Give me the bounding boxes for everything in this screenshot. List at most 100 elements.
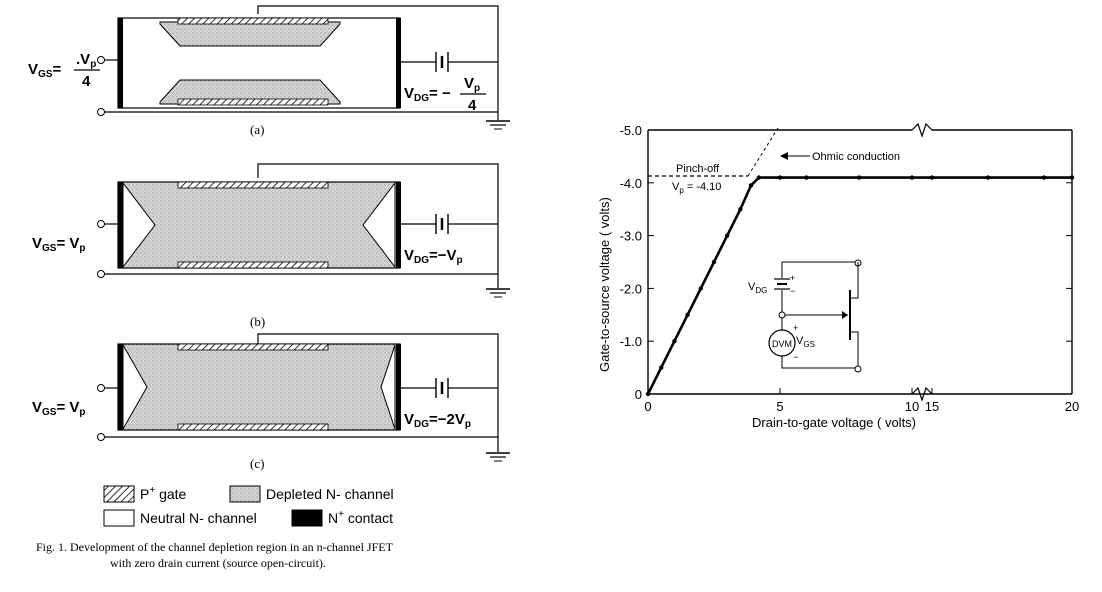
svg-text:VDG=−Vp: VDG=−Vp [404, 247, 463, 266]
vdg-denominator: 4 [468, 97, 477, 114]
data-point [804, 175, 809, 180]
data-point [985, 175, 991, 180]
svg-text:VDG= −: VDG= − [404, 85, 451, 104]
data-point [659, 365, 664, 370]
data-point [672, 339, 677, 344]
device-body [117, 181, 401, 269]
legend-neutral: Neutral N- channel [140, 510, 257, 526]
p-gate-bottom [177, 261, 329, 269]
data-point [929, 175, 935, 180]
annotation-pinch-off: Pinch-off [676, 163, 720, 175]
vgs-label: V [28, 61, 38, 78]
svg-text:VDG: VDG [748, 281, 767, 295]
legend-depleted: Depleted N- channel [266, 486, 394, 502]
x-tick-label: 5 [776, 399, 783, 414]
data-point [645, 391, 651, 397]
svg-text:−: − [793, 352, 798, 362]
y-tick-label: -3.0 [620, 229, 642, 244]
data-point [756, 175, 762, 180]
vdg-label: V [404, 247, 414, 264]
data-point [725, 233, 730, 238]
p-gate-bottom [177, 98, 329, 106]
panel-a-caption: (a) [250, 122, 264, 137]
gate-terminal [97, 56, 105, 64]
y-tick-label: -1.0 [620, 334, 642, 349]
y-axis-title: Gate-to-source voltage ( volts) [597, 197, 612, 372]
series-line [646, 176, 1072, 395]
svg-text:+: + [790, 273, 795, 283]
svg-text:N+ contact: N+ contact [328, 509, 393, 526]
svg-text:.Vp: .Vp [76, 51, 96, 70]
x-tick-label: 0 [644, 399, 651, 414]
axis-break-bottom [911, 386, 933, 402]
source-terminal [97, 108, 105, 116]
n-plus-contact-right [396, 18, 401, 108]
vdg-label: V [404, 411, 414, 428]
data-point [857, 175, 862, 180]
series-group [645, 175, 1075, 397]
vgs-denominator: 4 [82, 73, 91, 90]
data-point [777, 175, 783, 180]
vdg-numerator: V [464, 75, 474, 92]
depleted-region-bottom [159, 79, 341, 105]
svg-text:Vp: Vp [464, 75, 480, 94]
data-point [1041, 175, 1047, 180]
n-plus-contact-left [118, 18, 123, 108]
svg-text:Vp = -4.10: Vp = -4.10 [672, 181, 721, 195]
panel-a: VGS= .Vp 4 VDG= − Vp 4 (a) [28, 5, 510, 137]
svg-text:+: + [793, 323, 798, 333]
axis-break-top [911, 122, 933, 138]
device-body [117, 343, 401, 431]
p-gate-bottom [177, 423, 329, 431]
data-point [685, 312, 690, 317]
vdg-label: V [404, 85, 414, 102]
y-tick-label: -4.0 [620, 176, 642, 191]
svg-text:VGS=: VGS= [28, 61, 61, 80]
gate-terminal [97, 220, 105, 228]
legend: P+ gate Depleted N- channel Neutral N- c… [103, 485, 394, 527]
neutral-region-right [362, 181, 396, 269]
inset-vgs-label: V [796, 335, 804, 347]
vgs-label: V [32, 399, 42, 416]
source-terminal [97, 270, 105, 278]
x-tick-label: 10 [905, 399, 919, 414]
x-tick-label: 15 [925, 399, 939, 414]
panel-c: VGS= Vp VDG=−2Vp (c) [32, 333, 510, 471]
p-gate-top [177, 181, 329, 189]
data-point [698, 286, 703, 291]
legend-swatch-depleted [229, 485, 261, 503]
legend-swatch-neutral [103, 509, 135, 527]
legend-swatch-contact [291, 509, 323, 527]
panel-b-caption: (b) [250, 314, 265, 329]
depleted-region-top [159, 21, 341, 47]
svg-text:VDG=−2Vp: VDG=−2Vp [404, 411, 471, 430]
data-point [1069, 175, 1075, 180]
neutral-region-right [380, 344, 396, 430]
annotation-ohmic: Ohmic conduction [812, 151, 900, 163]
y-tick-label: -5.0 [620, 123, 642, 138]
inset-circuit: DVM VDG + − VGS + − [748, 259, 862, 373]
vgs-numerator: .V [76, 51, 90, 68]
x-axis-title: Drain-to-gate voltage ( volts) [752, 415, 916, 430]
n-plus-contact-right [396, 344, 401, 430]
legend-contact: N [328, 510, 338, 526]
y-tick-label: 0 [635, 387, 642, 402]
svg-text:P+ gate: P+ gate [140, 485, 187, 502]
data-point [738, 207, 743, 212]
p-gate-top [177, 17, 329, 25]
data-point [748, 183, 754, 188]
vgs-label: V [32, 235, 42, 252]
gate-terminal [97, 384, 105, 392]
ohmic-arrowhead [780, 152, 788, 160]
legend-swatch-p-gate [103, 485, 135, 503]
legend-p-gate: P [140, 486, 149, 502]
figure-caption-line1: Fig. 1. Development of the channel deple… [36, 540, 394, 554]
svg-text:VGS= Vp: VGS= Vp [32, 399, 86, 418]
annotation-vp: V [672, 181, 680, 193]
svg-text:VGS: VGS [796, 335, 815, 349]
p-gate-top [177, 343, 329, 351]
svg-text:VGS= Vp: VGS= Vp [32, 235, 86, 254]
